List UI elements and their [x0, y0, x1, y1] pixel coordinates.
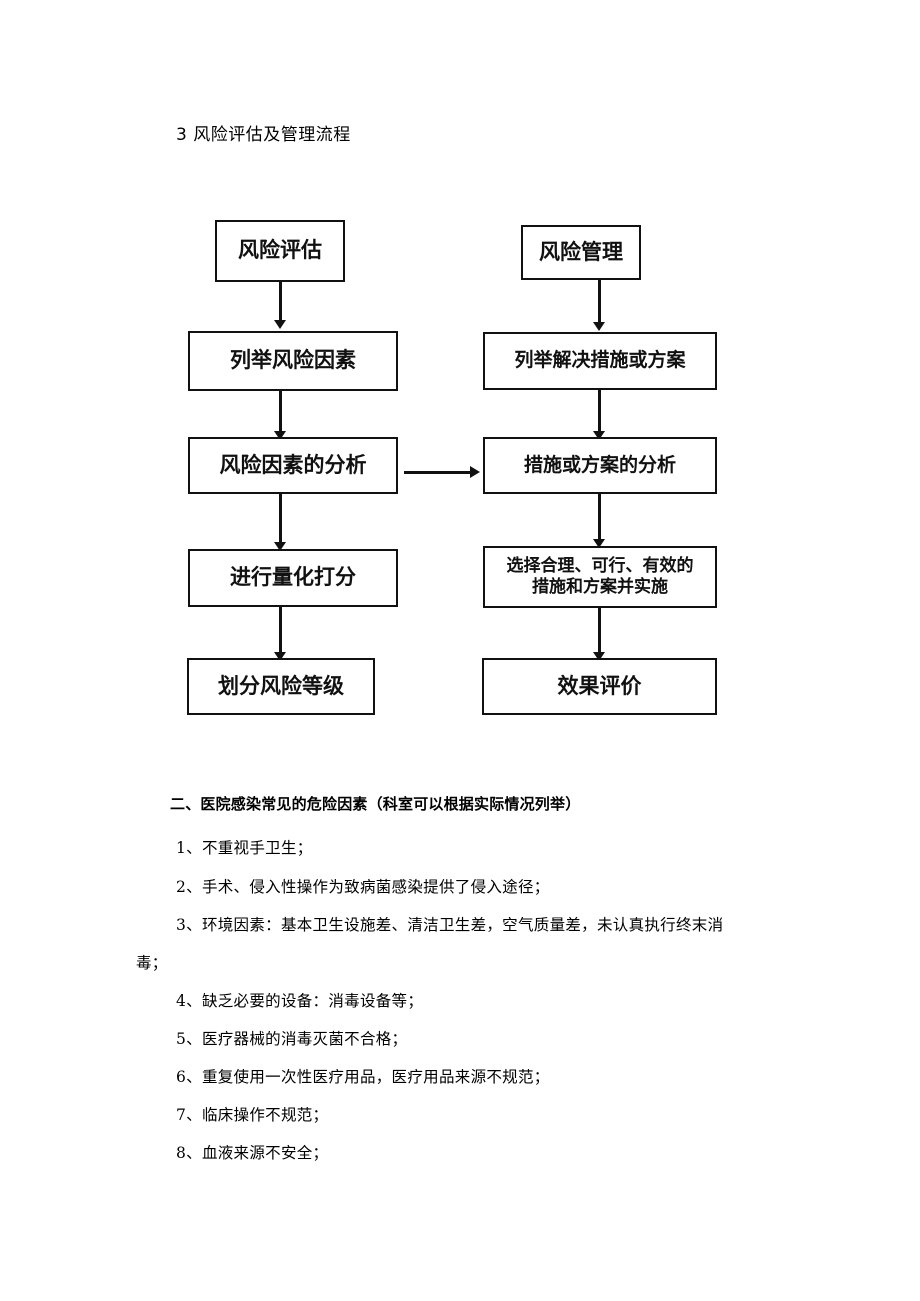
- section-heading: 二、医院感染常见的危险因素（科室可以根据实际情况列举）: [170, 795, 581, 813]
- flow-node-quantitative-scoring[interactable]: 进行量化打分: [188, 549, 398, 607]
- flow-node-solution-analysis[interactable]: 措施或方案的分析: [483, 437, 717, 494]
- flow-node-risk-grading[interactable]: 划分风险等级: [187, 658, 375, 715]
- flow-connector-cross: [404, 471, 474, 474]
- list-item-3-continuation: 毒；: [136, 954, 168, 972]
- flow-arrowhead-right-1: [593, 322, 605, 331]
- flow-arrowhead-left-3: [274, 542, 286, 551]
- flowchart: 风险评估 列举风险因素 风险因素的分析 进行量化打分 划分风险等级 风险管理 列…: [187, 220, 717, 715]
- flow-arrowhead-left-2: [274, 431, 286, 440]
- flow-connector-right-3: [598, 494, 601, 541]
- flow-node-effect-evaluation[interactable]: 效果评价: [482, 658, 717, 715]
- flow-node-select-implement[interactable]: 选择合理、可行、有效的 措施和方案并实施: [483, 546, 717, 608]
- list-item-1: 1、不重视手卫生；: [176, 839, 313, 857]
- flow-arrowhead-right-3: [593, 539, 605, 548]
- flow-connector-left-3: [279, 494, 282, 544]
- flow-node-list-solutions[interactable]: 列举解决措施或方案: [483, 332, 717, 390]
- flow-node-list-risk-factors[interactable]: 列举风险因素: [188, 331, 398, 391]
- flow-arrowhead-left-4: [274, 652, 286, 661]
- flow-arrowhead-cross: [470, 466, 480, 478]
- flow-arrowhead-left-1: [274, 320, 286, 329]
- flow-node-risk-management[interactable]: 风险管理: [521, 225, 641, 280]
- flow-node-risk-assessment[interactable]: 风险评估: [215, 220, 345, 282]
- flow-connector-left-1: [279, 282, 282, 322]
- list-item-4: 4、缺乏必要的设备：消毒设备等；: [176, 992, 424, 1010]
- flow-connector-right-4: [598, 608, 601, 654]
- flow-arrowhead-right-2: [593, 431, 605, 440]
- flow-node-risk-factor-analysis[interactable]: 风险因素的分析: [188, 437, 398, 494]
- list-item-7: 7、临床操作不规范；: [176, 1106, 329, 1124]
- list-item-8: 8、血液来源不安全；: [176, 1144, 329, 1162]
- flow-arrowhead-right-4: [593, 652, 605, 661]
- list-item-6: 6、重复使用一次性医疗用品，医疗用品来源不规范；: [176, 1068, 550, 1086]
- flow-connector-left-2: [279, 391, 282, 433]
- list-item-3: 3、环境因素：基本卫生设施差、清洁卫生差，空气质量差，未认真执行终末消: [176, 916, 724, 934]
- flow-connector-right-1: [598, 280, 601, 324]
- flow-connector-left-4: [279, 607, 282, 654]
- list-item-5: 5、医疗器械的消毒灭菌不合格；: [176, 1030, 408, 1048]
- list-item-2: 2、手术、侵入性操作为致病菌感染提供了侵入途径；: [176, 878, 550, 896]
- page-title: 3 风险评估及管理流程: [176, 125, 351, 145]
- flow-connector-right-2: [598, 390, 601, 433]
